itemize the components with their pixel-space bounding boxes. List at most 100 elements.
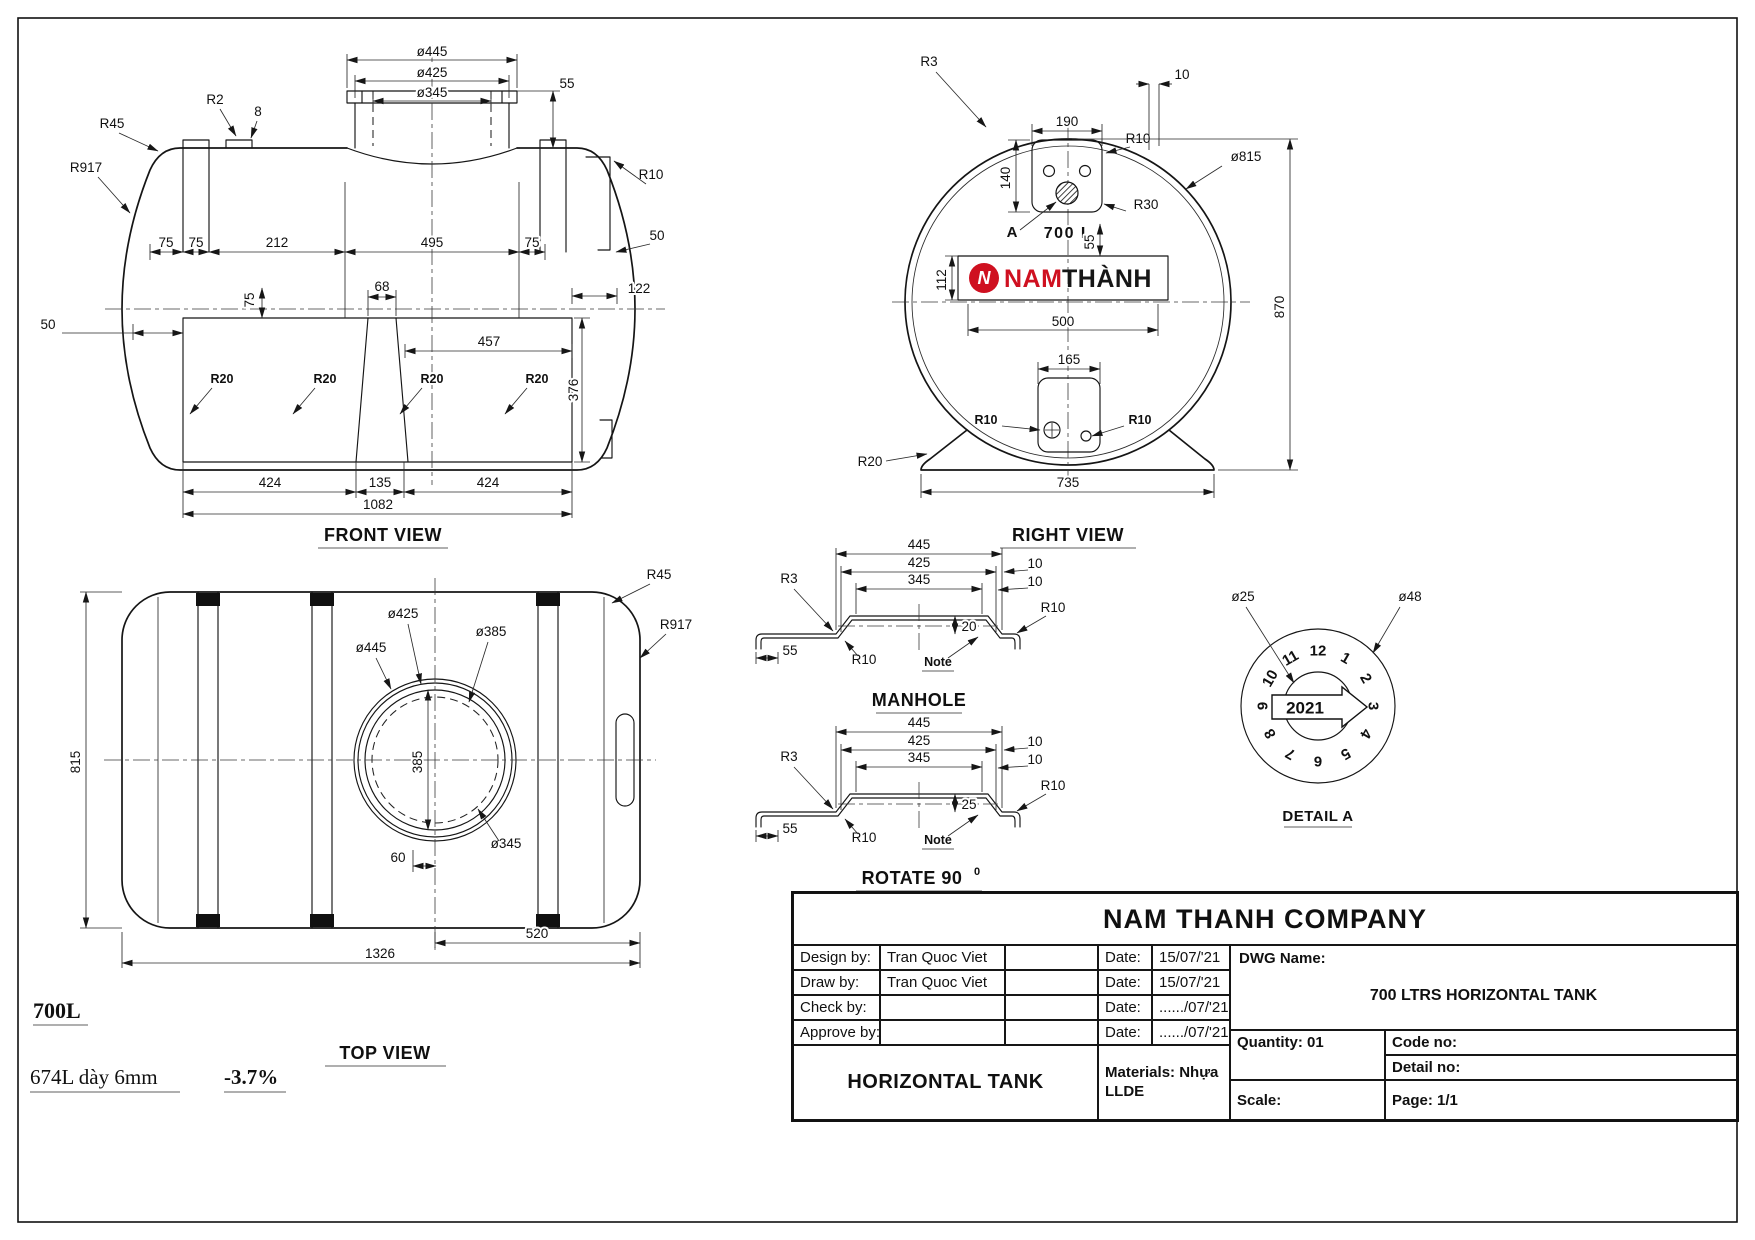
mh-dim-10b: 10 bbox=[1027, 574, 1042, 589]
right-view-title: RIGHT VIEW bbox=[1012, 525, 1124, 545]
draw-date-value: 15/07/'21 bbox=[1152, 970, 1230, 995]
design-by-value: Tran Quoc Viet bbox=[880, 945, 1005, 970]
rotate-90-detail: 445 425 345 10 10 R3 R10 25 Note 55 R10 … bbox=[755, 713, 1067, 892]
rotate-90-superscript: 0 bbox=[974, 866, 980, 878]
fv-dim-424a: 424 bbox=[259, 475, 282, 490]
capacity-notes: 700L 674L dày 6mm -3.7% bbox=[30, 998, 286, 1093]
fv-dim-dia425: ø425 bbox=[417, 65, 448, 80]
rt-dim-55: 55 bbox=[782, 821, 797, 836]
rv-700l-marking: 700 L bbox=[1044, 225, 1092, 242]
mh-dim-425: 425 bbox=[908, 555, 931, 570]
fv-dim-r20c: R20 bbox=[421, 372, 444, 386]
company-name: NAM THANH COMPANY bbox=[793, 893, 1737, 945]
clock-10: 10 bbox=[1259, 667, 1282, 690]
rv-dim-r10-right: R10 bbox=[1129, 413, 1152, 427]
top-view-title: TOP VIEW bbox=[339, 1043, 430, 1063]
rv-dim-190: 190 bbox=[1056, 114, 1079, 129]
fv-dim-r10: R10 bbox=[639, 167, 664, 182]
fv-dim-376: 376 bbox=[566, 379, 581, 402]
materials-label: Materials: Nhựa bbox=[1105, 1063, 1219, 1081]
clock-9: 9 bbox=[1255, 702, 1272, 710]
tv-dim-1326: 1326 bbox=[365, 946, 395, 961]
rv-dim-r20: R20 bbox=[858, 454, 883, 469]
tv-dim-dia345: ø345 bbox=[491, 836, 522, 851]
draw-date-label: Date: bbox=[1098, 970, 1152, 995]
sheet-border bbox=[17, 17, 1738, 1223]
rotate-90-title: ROTATE 90 bbox=[862, 868, 963, 888]
mh-dim-10a: 10 bbox=[1027, 556, 1042, 571]
clock-4: 4 bbox=[1356, 726, 1375, 742]
check-date-value: ....../07/'21 bbox=[1152, 995, 1230, 1020]
title-block: NAM THANH COMPANY Design by: Tran Quoc V… bbox=[791, 891, 1739, 1122]
manhole-detail: 445 425 345 10 10 R3 R10 20 Note 55 R10 … bbox=[755, 535, 1067, 714]
materials-cell: Materials: Nhựa LLDE bbox=[1098, 1045, 1230, 1120]
rv-section-a-label: A bbox=[1007, 224, 1018, 241]
logo-n-glyph: N bbox=[978, 268, 992, 288]
product-name: HORIZONTAL TANK bbox=[793, 1045, 1098, 1120]
note-700l: 700L bbox=[33, 998, 81, 1023]
note-shrinkage: -3.7% bbox=[224, 1065, 278, 1089]
right-view: N NAM THÀNH 190 R10 140 R3 10 ø815 R30 A bbox=[856, 52, 1298, 549]
design-date-value: 15/07/'21 bbox=[1152, 945, 1230, 970]
rv-dim-r30: R30 bbox=[1134, 197, 1159, 212]
mh-note-label: Note bbox=[924, 655, 952, 669]
rv-dim-r10: R10 bbox=[1126, 131, 1151, 146]
clock-6: 6 bbox=[1314, 753, 1322, 770]
approve-date-label: Date: bbox=[1098, 1020, 1152, 1045]
rv-dim-735: 735 bbox=[1057, 475, 1080, 490]
right-view-dimensions: 190 R10 140 R3 10 ø815 R30 A 700 L 55 11… bbox=[856, 52, 1298, 498]
fv-dim-75c: 75 bbox=[524, 235, 539, 250]
rv-dim-r3: R3 bbox=[920, 54, 937, 69]
tv-dim-dia385: ø385 bbox=[476, 624, 507, 639]
rt-dim-r10b: R10 bbox=[852, 830, 877, 845]
detail-no-cell: Detail no: bbox=[1385, 1055, 1737, 1080]
rt-note-label: Note bbox=[924, 833, 952, 847]
rt-dim-25: 25 bbox=[961, 797, 976, 812]
fv-dim-424b: 424 bbox=[477, 475, 500, 490]
clock-2: 2 bbox=[1356, 671, 1375, 687]
rt-dim-10a: 10 bbox=[1027, 734, 1042, 749]
dwg-name-label: DWG Name: bbox=[1239, 950, 1326, 967]
fv-dim-122: 122 bbox=[628, 281, 651, 296]
tv-dim-385: 385 bbox=[410, 751, 425, 774]
detail-a: 12 1 2 3 4 5 6 7 8 9 10 11 2021 ø25 ø48 … bbox=[1229, 587, 1423, 828]
rt-dim-345: 345 bbox=[908, 750, 931, 765]
manhole-title: MANHOLE bbox=[872, 690, 967, 710]
fv-dim-r20a: R20 bbox=[211, 372, 234, 386]
code-no-cell: Code no: bbox=[1385, 1030, 1737, 1055]
tv-dim-815: 815 bbox=[68, 751, 83, 774]
materials-value: LLDE bbox=[1105, 1082, 1145, 1100]
check-by-label: Check by: bbox=[793, 995, 880, 1020]
clock-11: 11 bbox=[1279, 647, 1301, 670]
da-dim-dia25: ø25 bbox=[1231, 589, 1254, 604]
fv-dim-1082: 1082 bbox=[363, 497, 393, 512]
mh-dim-r10b: R10 bbox=[852, 652, 877, 667]
clock-12: 12 bbox=[1310, 643, 1327, 660]
tv-dim-dia445: ø445 bbox=[356, 640, 387, 655]
fv-dim-r2: R2 bbox=[206, 92, 223, 107]
logo-text-nam: NAM bbox=[1004, 265, 1062, 293]
year-stamp: 2021 bbox=[1286, 699, 1324, 718]
approve-by-label: Approve by: bbox=[793, 1020, 880, 1045]
rv-dim-112: 112 bbox=[934, 269, 949, 291]
fv-dim-r20b: R20 bbox=[314, 372, 337, 386]
fv-dim-dia445: ø445 bbox=[417, 44, 448, 59]
fv-dim-75a: 75 bbox=[158, 235, 173, 250]
section-mark bbox=[1055, 181, 1079, 205]
check-row-spacer bbox=[1005, 995, 1098, 1020]
fv-dim-55: 55 bbox=[559, 76, 574, 91]
tv-dim-r917: R917 bbox=[660, 617, 692, 632]
clock-7: 7 bbox=[1283, 744, 1299, 763]
rv-dim-140: 140 bbox=[998, 167, 1013, 190]
mh-dim-20: 20 bbox=[961, 619, 976, 634]
tv-dim-60: 60 bbox=[390, 850, 405, 865]
rt-dim-r10a: R10 bbox=[1041, 778, 1066, 793]
detail-a-title: DETAIL A bbox=[1282, 808, 1353, 825]
dwg-name-value: 700 LTRS HORIZONTAL TANK bbox=[1369, 987, 1598, 1004]
front-view-title: FRONT VIEW bbox=[324, 525, 442, 545]
fv-dim-212: 212 bbox=[266, 235, 289, 250]
rv-dim-10: 10 bbox=[1174, 67, 1189, 82]
approve-date-value: ....../07/'21 bbox=[1152, 1020, 1230, 1045]
tv-dim-520: 520 bbox=[526, 926, 549, 941]
tv-dim-r45: R45 bbox=[647, 567, 672, 582]
